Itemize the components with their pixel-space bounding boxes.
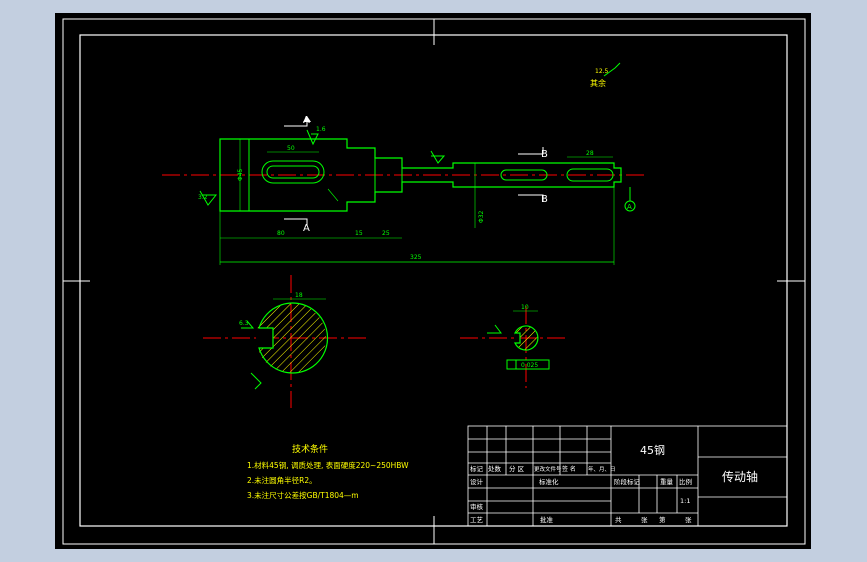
sheet-no-prefix: 第: [659, 515, 666, 524]
section-b-mark-top: [518, 147, 544, 155]
notes-line-1: 1.材料45钢, 调质处理, 表面硬度220~250HBW: [247, 460, 409, 470]
section-a-roughness-1: [241, 320, 255, 329]
section-a-roughness-2: [250, 372, 262, 390]
section-b-view: 10 0.025: [460, 304, 565, 388]
sheet-no-suffix: 张: [685, 515, 692, 524]
dim-segment-a-text: 80: [277, 230, 285, 237]
section-b-outline: [514, 325, 539, 351]
header-sign: 签 名: [562, 465, 576, 473]
section-b-label-top: B: [541, 149, 548, 160]
tolerance-value: 0.025: [521, 362, 538, 369]
roughness-general-note: 其余: [590, 78, 606, 88]
datum-label: A: [627, 203, 632, 211]
dim-keyway-small-text: 28: [586, 150, 594, 157]
tolerance-frame: [506, 359, 550, 370]
stage-scale: 比例: [679, 477, 692, 486]
dim-keyway-text: 50: [287, 145, 295, 152]
header-zone: 分 区: [509, 464, 525, 473]
header-date: 年、月、日: [588, 465, 616, 473]
shaft-main-view: A A B B 1.6 3.2 12.5 其余 325 80 15 25 50 …: [162, 62, 645, 265]
roughness-general-symbol: [603, 62, 621, 77]
scale-value: 1:1: [680, 497, 690, 505]
keyway-large-inner: [266, 165, 320, 179]
roughness-symbol-1: [306, 129, 319, 146]
row-standard: 标准化: [539, 477, 559, 486]
section-b-label-bottom: B: [541, 194, 548, 205]
cad-drawing-canvas: A A B B 1.6 3.2 12.5 其余 325 80 15 25 50 …: [55, 13, 811, 549]
section-a-outline: [258, 302, 329, 374]
stage-weight: 重量: [660, 478, 674, 486]
roughness-value-1: 1.6: [316, 126, 326, 133]
drawing-sheet: A A B B 1.6 3.2 12.5 其余 325 80 15 25 50 …: [62, 18, 806, 545]
row-design: 设计: [470, 477, 484, 486]
roughness-value-2: 3.2: [198, 194, 208, 201]
technical-notes: 技术条件 1.材料45钢, 调质处理, 表面硬度220~250HBW 2.未注圆…: [247, 443, 409, 500]
header-mark: 标记: [470, 464, 484, 473]
material-label: 45钢: [640, 444, 665, 457]
notes-title: 技术条件: [292, 443, 328, 455]
title-block-frame: [467, 425, 788, 527]
keyway-small-2: [566, 168, 614, 182]
row-check: 审核: [470, 502, 484, 511]
roughness-general-value: 12.5: [595, 68, 609, 75]
inner-frame: [79, 34, 788, 527]
section-a-view: 18 6.3: [203, 275, 370, 408]
section-a-label-top: A: [303, 115, 310, 126]
section-b-roughness: [487, 324, 502, 334]
section-a-roughness-1-text: 6.3: [239, 320, 249, 327]
section-b-mark-bottom: [518, 194, 544, 202]
section-a-arrow-top: [303, 116, 311, 122]
roughness-symbol-3: [430, 150, 446, 164]
roughness-symbol-2: [199, 190, 218, 206]
datum-circle: [624, 200, 636, 212]
outer-frame: [62, 18, 806, 545]
keyway-large-outer: [261, 160, 325, 184]
dim-dia-right-text: Φ32: [478, 210, 485, 223]
sheet-total-suffix: 张: [641, 515, 648, 524]
dim-segment-c-text: 25: [382, 230, 390, 237]
dim-dia-left-text: Φ45: [237, 168, 244, 181]
dim-section-b-text: 10: [521, 304, 529, 311]
title-block: [467, 425, 788, 527]
leader-keyway: [327, 188, 339, 202]
dim-section-a-text: 18: [295, 292, 303, 299]
notes-line-2: 2.未注圆角半径R2。: [247, 475, 317, 485]
stage-mark: 阶段标记: [614, 477, 641, 486]
row-approve: 批准: [540, 515, 554, 524]
header-doc: 更改文件号: [534, 465, 562, 473]
title-block-text: 45钢 传动轴 标记 处数 分 区 更改文件号 签 名 年、月、日 设计 标准化…: [470, 444, 758, 524]
section-a-mark-bottom: [284, 218, 308, 226]
header-count: 处数: [488, 464, 502, 473]
dim-total-text: 325: [410, 254, 422, 261]
section-a-label-bottom: A: [303, 223, 310, 234]
dim-segment-b-text: 15: [355, 230, 363, 237]
keyway-small-1: [500, 169, 548, 181]
sheet-total-prefix: 共: [615, 515, 622, 524]
row-process: 工艺: [470, 516, 484, 524]
notes-line-3: 3.未注尺寸公差按GB/T1804—m: [247, 490, 359, 500]
part-name: 传动轴: [722, 469, 758, 484]
